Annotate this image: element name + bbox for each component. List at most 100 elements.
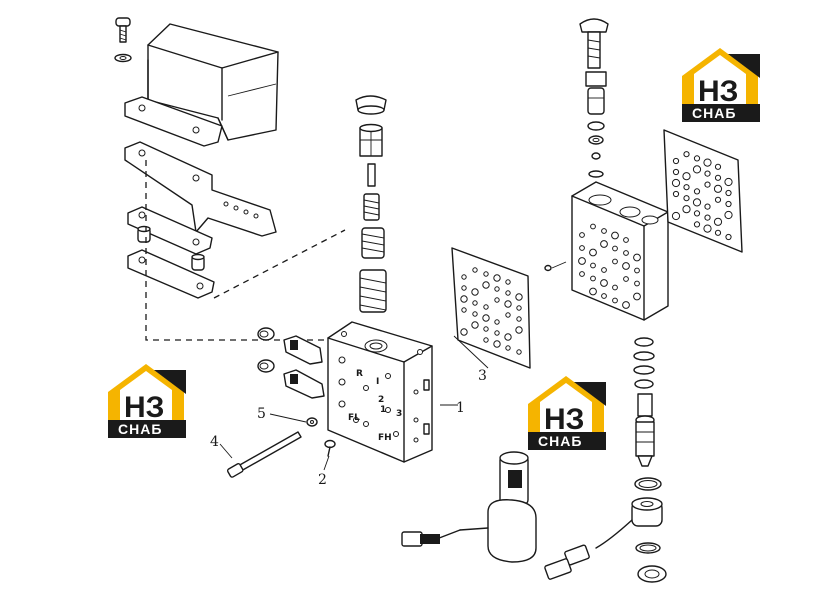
port-hole	[472, 311, 478, 317]
valve-body: R I 2 1 3 FL FH	[327, 321, 433, 463]
port-hole	[612, 297, 618, 304]
port-hole	[622, 301, 630, 309]
port-hole	[704, 181, 711, 188]
solenoid-center	[401, 451, 537, 563]
valve-mark-fl: FL	[348, 413, 360, 423]
port-hole	[579, 232, 585, 238]
port-hole	[590, 262, 596, 269]
solenoid-cartridge	[635, 393, 655, 467]
port-hole	[634, 267, 640, 274]
upper-valve-block	[571, 181, 669, 321]
port-hole	[672, 168, 680, 176]
port-hole	[494, 297, 500, 303]
port-hole	[589, 248, 597, 257]
plug-cap	[355, 95, 387, 115]
port-hole	[704, 214, 711, 221]
port-hole	[725, 233, 732, 241]
port-hole	[600, 279, 608, 287]
port-hole	[672, 190, 680, 198]
port-hole	[472, 267, 478, 273]
spacer-bushing-left	[137, 225, 151, 243]
callout-1: 1	[456, 400, 465, 416]
block-side-screw	[544, 261, 567, 272]
mounting-plate	[124, 96, 223, 147]
port-hole	[612, 245, 618, 252]
port-hole	[713, 184, 723, 193]
port-hole	[634, 280, 640, 287]
port-hole	[589, 287, 597, 296]
port-hole	[683, 151, 690, 158]
solenoid-coil-right	[544, 497, 663, 580]
valve-mark-r: R	[356, 369, 363, 379]
port-hole	[471, 321, 479, 329]
port-hole	[714, 196, 722, 203]
logo-mark: НЗ	[698, 75, 738, 108]
port-hole	[623, 276, 629, 282]
port-hole	[612, 284, 618, 291]
gasket-right	[663, 129, 743, 253]
callout-3: 3	[478, 368, 487, 384]
pin	[367, 163, 376, 187]
spacer-bushing-right	[191, 253, 205, 271]
port-hole	[590, 223, 596, 230]
port-hole	[713, 217, 723, 226]
right-valve-stack	[544, 18, 743, 583]
port-hole	[600, 240, 608, 248]
right-adapter	[585, 71, 607, 115]
port-hole	[623, 237, 629, 243]
port-hole	[483, 271, 489, 277]
seal-ring-upper	[634, 477, 662, 491]
spool-spring-stack	[355, 95, 387, 313]
port-hole	[611, 231, 619, 240]
port-hole	[505, 345, 511, 351]
port-hole	[482, 314, 490, 322]
spacer-plate-upper	[127, 206, 213, 255]
port-hole	[579, 245, 585, 251]
port-hole	[682, 172, 691, 181]
bracket-bolt	[114, 17, 132, 63]
medium-spring	[361, 227, 385, 259]
port-hole	[461, 307, 467, 313]
port-hole	[505, 312, 511, 318]
port-hole	[703, 224, 712, 233]
port-hole	[693, 188, 701, 195]
large-spring	[359, 269, 387, 313]
gasket-center	[451, 247, 531, 369]
port-hole	[714, 163, 722, 170]
port-hole	[590, 275, 596, 282]
port-hole	[483, 326, 489, 332]
port-hole	[493, 274, 501, 282]
right-small-parts	[587, 121, 605, 178]
logo-top-right: НЗ СНАБ	[682, 48, 760, 122]
port-hole	[579, 271, 585, 277]
valve-mark-1: 1	[380, 405, 386, 415]
port-hole	[725, 189, 732, 197]
port-hole	[504, 333, 512, 341]
port-hole	[682, 205, 691, 214]
port-hole	[622, 262, 630, 270]
port-hole	[515, 326, 523, 334]
port-hole	[724, 177, 733, 187]
valve-mark-3: 3	[396, 409, 402, 419]
port-hole	[578, 257, 586, 265]
plug-lower	[257, 359, 275, 373]
washer	[306, 417, 318, 427]
sleeve	[359, 123, 383, 157]
right-cap-bolt	[579, 18, 609, 69]
port-hole	[461, 274, 467, 280]
fitting-upper	[283, 335, 323, 365]
logo-mark: НЗ	[124, 391, 164, 424]
port-hole	[482, 281, 490, 289]
callouts: 1 2 3 4 5	[210, 335, 489, 488]
valve-mark-fh: FH	[378, 433, 392, 443]
small-screw	[324, 439, 336, 457]
port-hole	[494, 330, 500, 336]
port-hole	[483, 304, 489, 310]
port-hole	[493, 340, 501, 348]
port-hole	[516, 316, 522, 322]
long-bolt	[226, 431, 302, 478]
port-hole	[724, 210, 733, 220]
port-hole	[623, 250, 629, 256]
seal-ring-lower	[635, 542, 661, 554]
